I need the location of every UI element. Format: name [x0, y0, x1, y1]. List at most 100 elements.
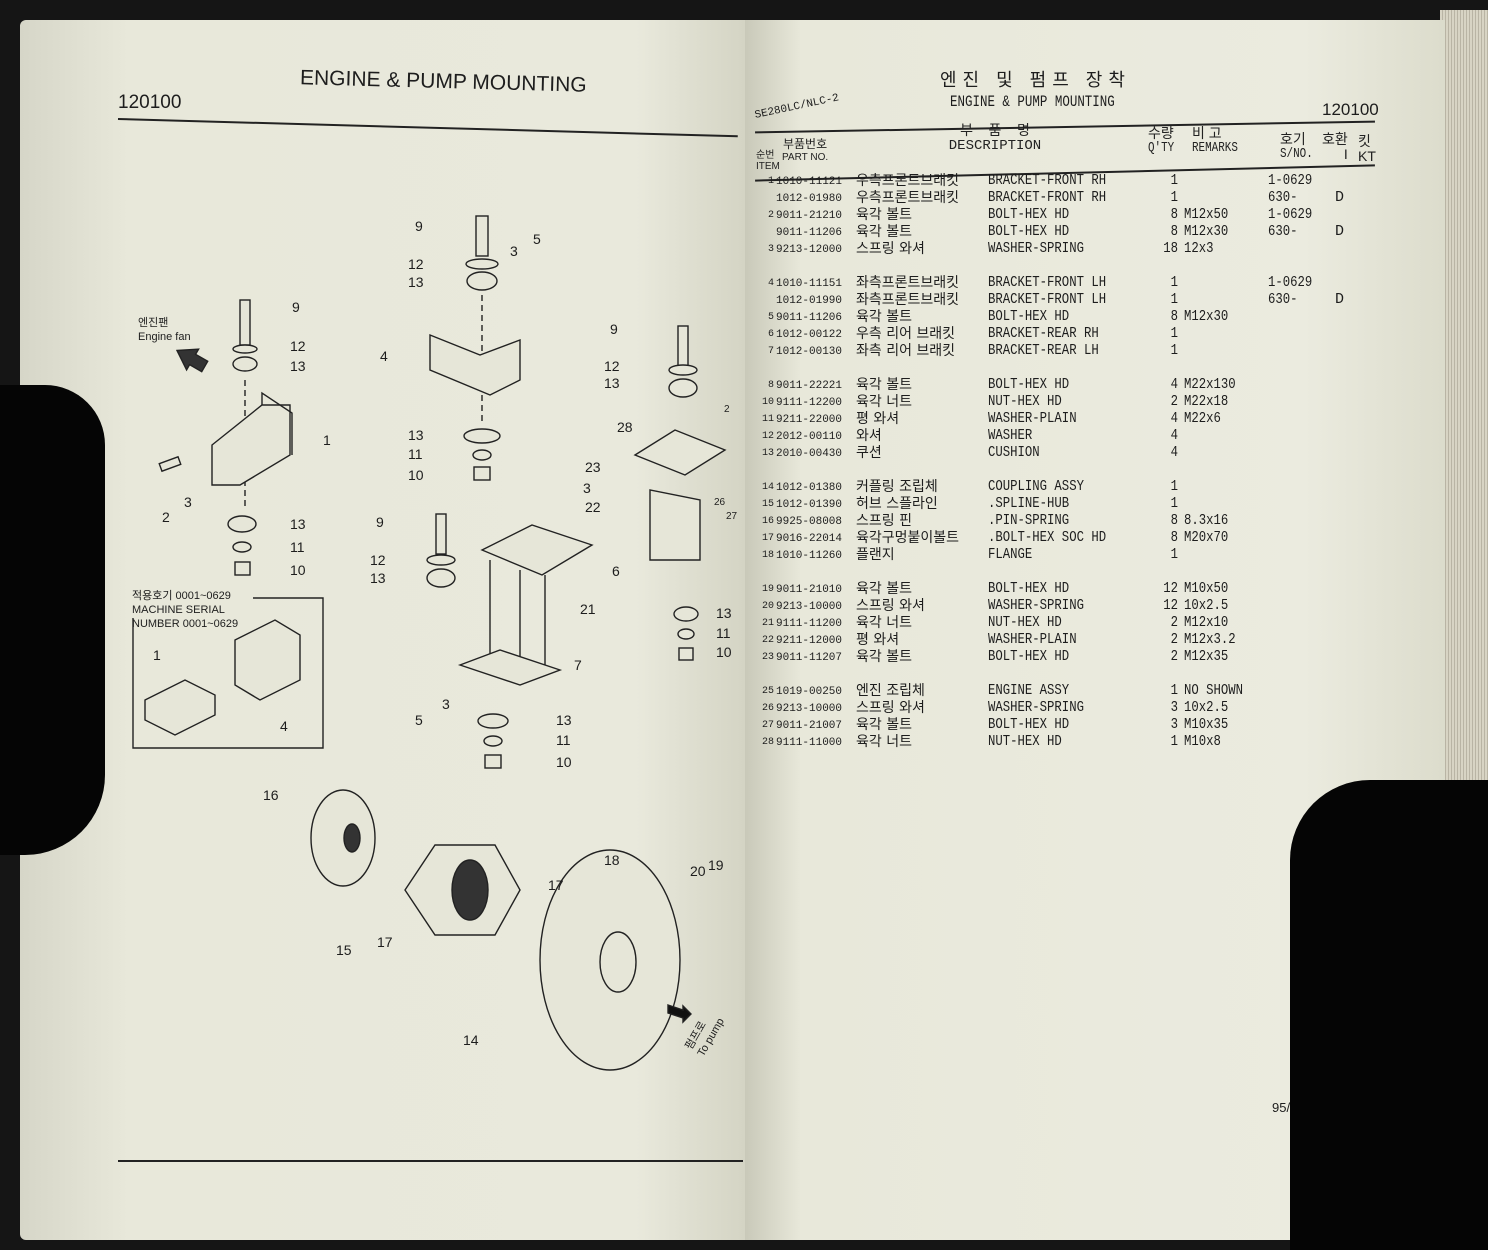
description: WASHER-PLAIN: [988, 410, 1077, 427]
item-number: 20: [761, 601, 774, 612]
part-number: 1019-00250: [776, 686, 843, 698]
item-number: 7: [767, 346, 774, 357]
item-number: 23: [761, 652, 774, 663]
header-item-kr: 순번: [756, 150, 775, 161]
quantity: 1: [1170, 274, 1179, 291]
section-code: 120100: [1322, 100, 1379, 119]
part-number: 9211-22000: [776, 414, 843, 426]
part-number: 9011-11206: [776, 227, 843, 239]
callout-number: 12: [408, 256, 424, 272]
header-item-en: ITEM: [756, 161, 780, 172]
quantity: 4: [1170, 376, 1179, 393]
cushion-part: [426, 568, 456, 588]
header-kt-kr: 킷: [1358, 133, 1371, 149]
callout-number: 3: [184, 494, 192, 510]
nut-part: [678, 647, 694, 661]
part-number: 1012-01980: [776, 193, 843, 205]
part-number: 9213-12000: [776, 244, 843, 256]
callout-number: 19: [708, 857, 724, 873]
washer-part: [426, 554, 456, 566]
callout-number: 11: [408, 446, 423, 462]
item-number: 13: [761, 448, 774, 459]
quantity: 12: [1163, 580, 1179, 597]
callout-number: 3: [442, 696, 450, 712]
page-title-kr: 엔진 및 펌프 장착: [940, 70, 1131, 90]
header-part-no: 부품번호 PART NO.: [782, 138, 828, 164]
callout-number: 15: [336, 942, 352, 958]
callout-number: 13: [290, 358, 306, 374]
part-number: 9016-22014: [776, 533, 843, 545]
washer-part: [472, 449, 492, 461]
quantity: 1: [1170, 189, 1179, 206]
description-kr: 우측프론트브래킷: [856, 190, 960, 206]
item-number: 21: [761, 618, 774, 629]
header-sno-kr: 호기: [1280, 131, 1306, 147]
washer-part: [677, 628, 695, 640]
bracket-part: [144, 679, 216, 736]
part-number: 9213-10000: [776, 703, 843, 715]
header-description: 부 품 명 DESCRIPTION: [905, 122, 1085, 154]
part-number: 9213-10000: [776, 601, 843, 613]
description: .SPLINE-HUB: [988, 495, 1070, 512]
bolt-part: [475, 215, 489, 257]
quantity: 1: [1170, 733, 1179, 750]
header-part-kr: 부품번호: [782, 137, 828, 151]
description: BRACKET-FRONT RH: [988, 172, 1107, 189]
remarks: 8.3x16: [1184, 512, 1229, 529]
spline-hub-bore: [343, 823, 361, 853]
item-number: 10: [761, 397, 774, 408]
description-kr: 우측프론트브래킷: [856, 173, 960, 189]
description-kr: 육각 볼트: [856, 207, 912, 223]
item-number: 1: [767, 176, 774, 187]
inset-box: [132, 597, 324, 749]
inset-note-line: MACHINE SERIAL: [132, 604, 225, 616]
cushion-part: [668, 378, 698, 398]
description-kr: 플랜지: [856, 547, 895, 563]
description: WASHER-SPRING: [988, 597, 1084, 614]
description-kr: 커플링 조립체: [856, 479, 938, 495]
section-code: 120100: [118, 92, 182, 113]
part-number: 9011-11207: [776, 652, 843, 664]
quantity: 4: [1170, 427, 1179, 444]
kit-code: D: [1335, 189, 1345, 206]
header-qty: 수량 Q'TY: [1148, 126, 1182, 156]
description: BRACKET-FRONT LH: [988, 274, 1107, 291]
callout-number: 10: [716, 644, 732, 660]
header-kt-en: KT: [1358, 148, 1376, 164]
callout-number: 9: [415, 218, 423, 234]
description: ENGINE ASSY: [988, 682, 1070, 699]
header-remarks: 비 고 REMARKS: [1192, 126, 1251, 156]
item-number: 12: [761, 431, 774, 442]
header-remarks-kr: 비 고: [1192, 125, 1222, 141]
description-kr: 허브 스플라인: [856, 496, 938, 512]
description: COUPLING ASSY: [988, 478, 1084, 495]
description: BOLT-HEX HD: [988, 648, 1070, 665]
item-number: 8: [767, 380, 774, 391]
engine-fan-kr: 엔진팬: [138, 317, 169, 329]
remarks: 10x2.5: [1184, 597, 1229, 614]
remarks: M12x10: [1184, 614, 1229, 631]
callout-number: 11: [556, 732, 571, 748]
quantity: 1: [1170, 682, 1179, 699]
item-number: 4: [767, 278, 774, 289]
washer-part: [232, 541, 252, 553]
part-number: 1012-01390: [776, 499, 843, 511]
inset-note-line: 적용호기 0001~0629: [132, 590, 231, 602]
remarks: M12x50: [1184, 206, 1229, 223]
bracket-rear-part: [457, 649, 563, 686]
item-number: 19: [761, 584, 774, 595]
description-kr: 육각 너트: [856, 734, 912, 750]
callout-number: 11: [716, 625, 731, 641]
kit-code: D: [1335, 291, 1345, 308]
description-kr: 육각 볼트: [856, 649, 912, 665]
callout-number: 11: [290, 539, 305, 555]
washer-part: [483, 735, 503, 747]
header-sno: 호기 S/NO.: [1280, 132, 1322, 162]
description: BRACKET-REAR LH: [988, 342, 1099, 359]
header-qty-en: Q'TY: [1148, 140, 1175, 156]
quantity: 2: [1170, 393, 1179, 410]
engine-fan-arrow-icon: [175, 348, 209, 373]
callout-number: 9: [610, 321, 618, 337]
description-kr: 좌측프론트브래킷: [856, 292, 960, 308]
